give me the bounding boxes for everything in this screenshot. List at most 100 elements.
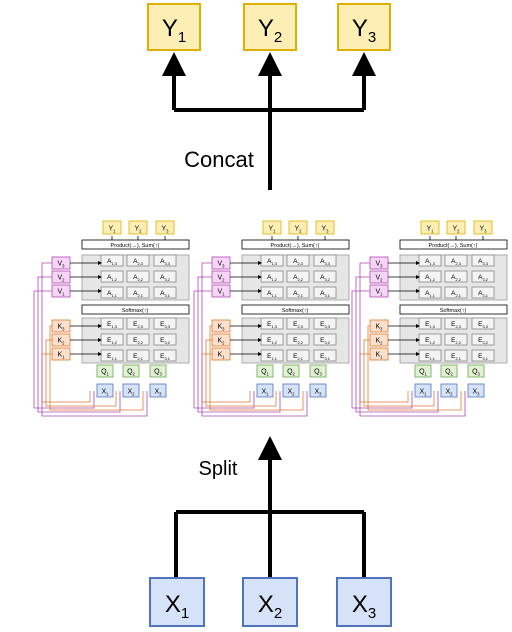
head-output-y1-label: Y1 <box>108 225 116 233</box>
e-cell: E1,3 <box>100 317 124 330</box>
head-output-y3-label: Y3 <box>161 225 169 233</box>
head-key-k2: K2 <box>211 333 231 347</box>
e-cell-label: E1,1 <box>267 353 277 361</box>
input-label-x1: X1 <box>165 591 189 622</box>
e-cell-label: E3,3 <box>320 321 330 329</box>
head-key-k3: K3 <box>369 319 389 333</box>
e-cell-label: E3,2 <box>160 337 170 345</box>
head-value-v1-label: V1 <box>57 289 65 297</box>
e-cell: E1,1 <box>260 349 284 362</box>
head-input-x3-label: X3 <box>472 388 480 396</box>
a-cell: A2,3 <box>444 254 468 267</box>
head-key-k3-label: K3 <box>375 324 383 332</box>
head-key-k3: K3 <box>211 319 231 333</box>
e-cell-label: E1,2 <box>267 337 277 345</box>
e-cell: E3,2 <box>471 333 495 346</box>
head-query-q1: Q1 <box>96 364 114 378</box>
a-cell: A1,2 <box>260 270 284 283</box>
head-output-y2-label: Y2 <box>134 225 142 233</box>
head-query-q3-label: Q3 <box>154 369 162 377</box>
concat-connector <box>162 52 376 190</box>
e-cell: E3,3 <box>313 317 337 330</box>
softmax-bar: Softmax(↑) <box>81 304 190 315</box>
a-cell-label: A1,2 <box>107 274 117 282</box>
e-cell-label: E2,3 <box>293 321 303 329</box>
a-cell-label: A2,3 <box>133 258 143 266</box>
head-input-x3: X3 <box>309 383 327 398</box>
a-cell: A3,1 <box>153 286 177 299</box>
e-cell-label: E3,1 <box>320 353 330 361</box>
e-cell-label: E2,1 <box>133 353 143 361</box>
output-label-y3: Y3 <box>352 15 376 46</box>
e-cell-label: E1,3 <box>425 321 435 329</box>
e-cell: E1,2 <box>418 333 442 346</box>
e-cell-label: E1,1 <box>425 353 435 361</box>
head-output-y3: Y3 <box>315 220 335 235</box>
product-sum-label: Product(→), Sum(↑) <box>111 243 160 249</box>
a-cell: A3,3 <box>153 254 177 267</box>
head-input-x1-label: X1 <box>261 388 269 396</box>
a-cell-label: A3,2 <box>160 274 170 282</box>
e-cell: E2,2 <box>444 333 468 346</box>
head-query-q1: Q1 <box>414 364 432 378</box>
e-cell: E2,1 <box>286 349 310 362</box>
head-output-y1: Y1 <box>262 220 282 235</box>
head-input-x1: X1 <box>96 383 114 398</box>
head-key-k1: K1 <box>369 347 389 361</box>
head-key-k1: K1 <box>51 347 71 361</box>
e-cell-label: E2,2 <box>451 337 461 345</box>
e-cell: E2,2 <box>126 333 150 346</box>
head-input-x3-label: X3 <box>154 388 162 396</box>
head-value-v2: V2 <box>51 270 71 284</box>
a-cell: A1,1 <box>260 286 284 299</box>
a-cell: A1,3 <box>100 254 124 267</box>
output-box-y3: Y3 <box>337 3 391 51</box>
head-value-v3: V3 <box>51 256 71 270</box>
head-value-v2-label: V2 <box>375 275 383 283</box>
head-key-k3: K3 <box>51 319 71 333</box>
a-cell: A2,3 <box>126 254 150 267</box>
head-output-y2: Y2 <box>288 220 308 235</box>
output-label-y1: Y1 <box>162 15 186 46</box>
head-query-q2-label: Q2 <box>127 369 135 377</box>
a-cell-label: A2,1 <box>133 290 143 298</box>
product-sum-label: Product(→), Sum(↑) <box>429 243 478 249</box>
head-wiring <box>33 262 148 417</box>
e-cell: E1,1 <box>418 349 442 362</box>
a-cell-label: A3,1 <box>478 290 488 298</box>
head-output-y1-label: Y1 <box>426 225 434 233</box>
head-key-k2-label: K2 <box>217 338 225 346</box>
e-cell-label: E2,1 <box>293 353 303 361</box>
a-cell-label: A3,3 <box>478 258 488 266</box>
head-output-y1: Y1 <box>420 220 440 235</box>
a-cell-label: A2,1 <box>451 290 461 298</box>
a-cell: A1,1 <box>418 286 442 299</box>
head-output-y2: Y2 <box>128 220 148 235</box>
head-input-x1-label: X1 <box>419 388 427 396</box>
e-cell: E2,3 <box>444 317 468 330</box>
a-cell-label: A1,3 <box>107 258 117 266</box>
e-cell: E1,3 <box>418 317 442 330</box>
e-cell: E1,1 <box>100 349 124 362</box>
head-value-v1-label: V1 <box>217 289 225 297</box>
a-cell: A2,1 <box>444 286 468 299</box>
e-cell: E3,1 <box>313 349 337 362</box>
a-cell: A1,1 <box>100 286 124 299</box>
head-value-v3: V3 <box>211 256 231 270</box>
a-cell: A3,2 <box>313 270 337 283</box>
e-cell: E3,1 <box>153 349 177 362</box>
product-sum-bar: Product(→), Sum(↑) <box>399 239 508 250</box>
head-input-x3-label: X3 <box>314 388 322 396</box>
a-cell-label: A3,1 <box>320 290 330 298</box>
softmax-label: Softmax(↑) <box>282 308 309 314</box>
input-box-x3: X3 <box>336 577 392 627</box>
head-query-q2: Q2 <box>440 364 458 378</box>
head-wiring <box>193 262 308 417</box>
head-input-x2-label: X2 <box>287 388 295 396</box>
head-output-y3: Y3 <box>155 220 175 235</box>
a-cell: A3,2 <box>471 270 495 283</box>
e-cell-label: E3,2 <box>478 337 488 345</box>
